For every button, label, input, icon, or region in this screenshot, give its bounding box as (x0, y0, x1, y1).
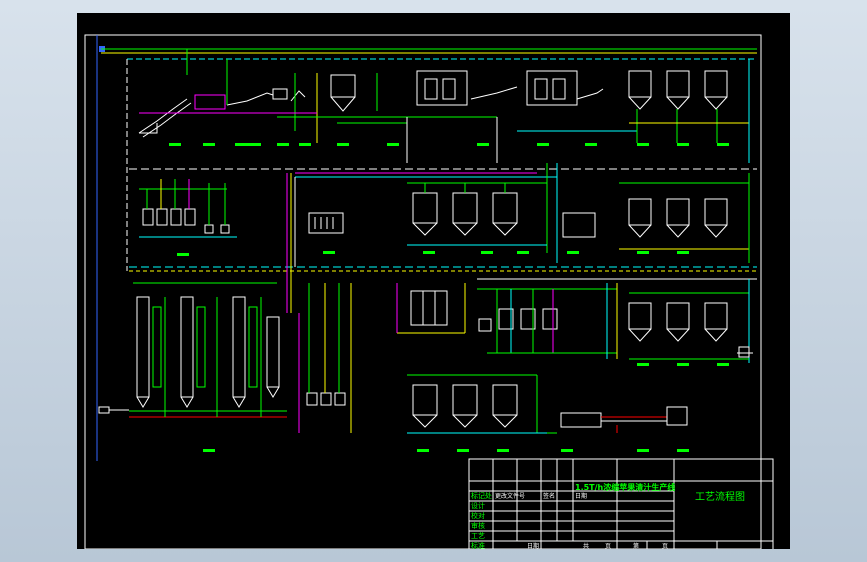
title-row-label-4: 审核 (471, 521, 485, 530)
title-bottom-label-2: 共 (583, 542, 589, 549)
row2-pipes (407, 163, 750, 263)
title-header-label-3: 日期 (575, 492, 587, 500)
middle-tanks-row2 (412, 192, 728, 238)
title-row-label-1: 标记处 (471, 491, 492, 500)
evaporator-columns (129, 282, 287, 418)
resin-columns (478, 308, 558, 332)
press-units (416, 70, 604, 106)
washing-elevator (138, 88, 306, 138)
title-bottom-label-4: 第 (633, 542, 639, 549)
title-header-label-1: 更改文件号 (495, 492, 525, 500)
section3-labels (203, 363, 729, 452)
title-row-label-5: 工艺 (471, 532, 485, 540)
process-flow-diagram: 标记处 设计 校对 审核 工艺 标准 更改文件号 签名 日期 日期 共 页 第 … (84, 34, 774, 549)
title-row-label-6: 标准 (471, 541, 485, 549)
project-title: 1.5T/h浓缩苹果清汁生产线 (575, 482, 675, 492)
concentrate-tanks (412, 384, 518, 428)
aroma-recovery (298, 283, 352, 433)
drawing-name: 工艺流程图 (695, 490, 745, 503)
top-right-tanks (628, 70, 728, 110)
section3-pipes (477, 278, 757, 363)
buffer-tank-top (330, 74, 356, 112)
title-bottom-label-3: 页 (605, 543, 611, 549)
drawing-outer-frame (84, 34, 762, 549)
section2-pipes (139, 172, 557, 313)
dosing-tanks-small (142, 208, 230, 234)
section2-labels (177, 251, 689, 256)
cad-drawing-area: 标记处 设计 校对 审核 工艺 标准 更改文件号 签名 日期 日期 共 页 第 … (77, 13, 790, 549)
lower-right-tanks (628, 302, 728, 342)
feed-arrow (98, 406, 129, 414)
top-pipelines (101, 48, 757, 272)
title-bottom-label-1: 日期 (527, 542, 539, 549)
title-bottom-label-5: 页 (662, 543, 668, 549)
section1-labels (169, 143, 729, 146)
section1-pipes (139, 49, 750, 163)
filling-line (407, 374, 688, 434)
title-row-label-2: 设计 (471, 501, 485, 510)
title-row-label-3: 校对 (471, 511, 485, 520)
ultrafiltration-unit (396, 283, 466, 334)
title-header-label-2: 签名 (543, 492, 555, 500)
title-block: 标记处 设计 校对 审核 工艺 标准 更改文件号 签名 日期 日期 共 页 第 … (468, 458, 774, 549)
centrifuge-unit (308, 212, 344, 234)
